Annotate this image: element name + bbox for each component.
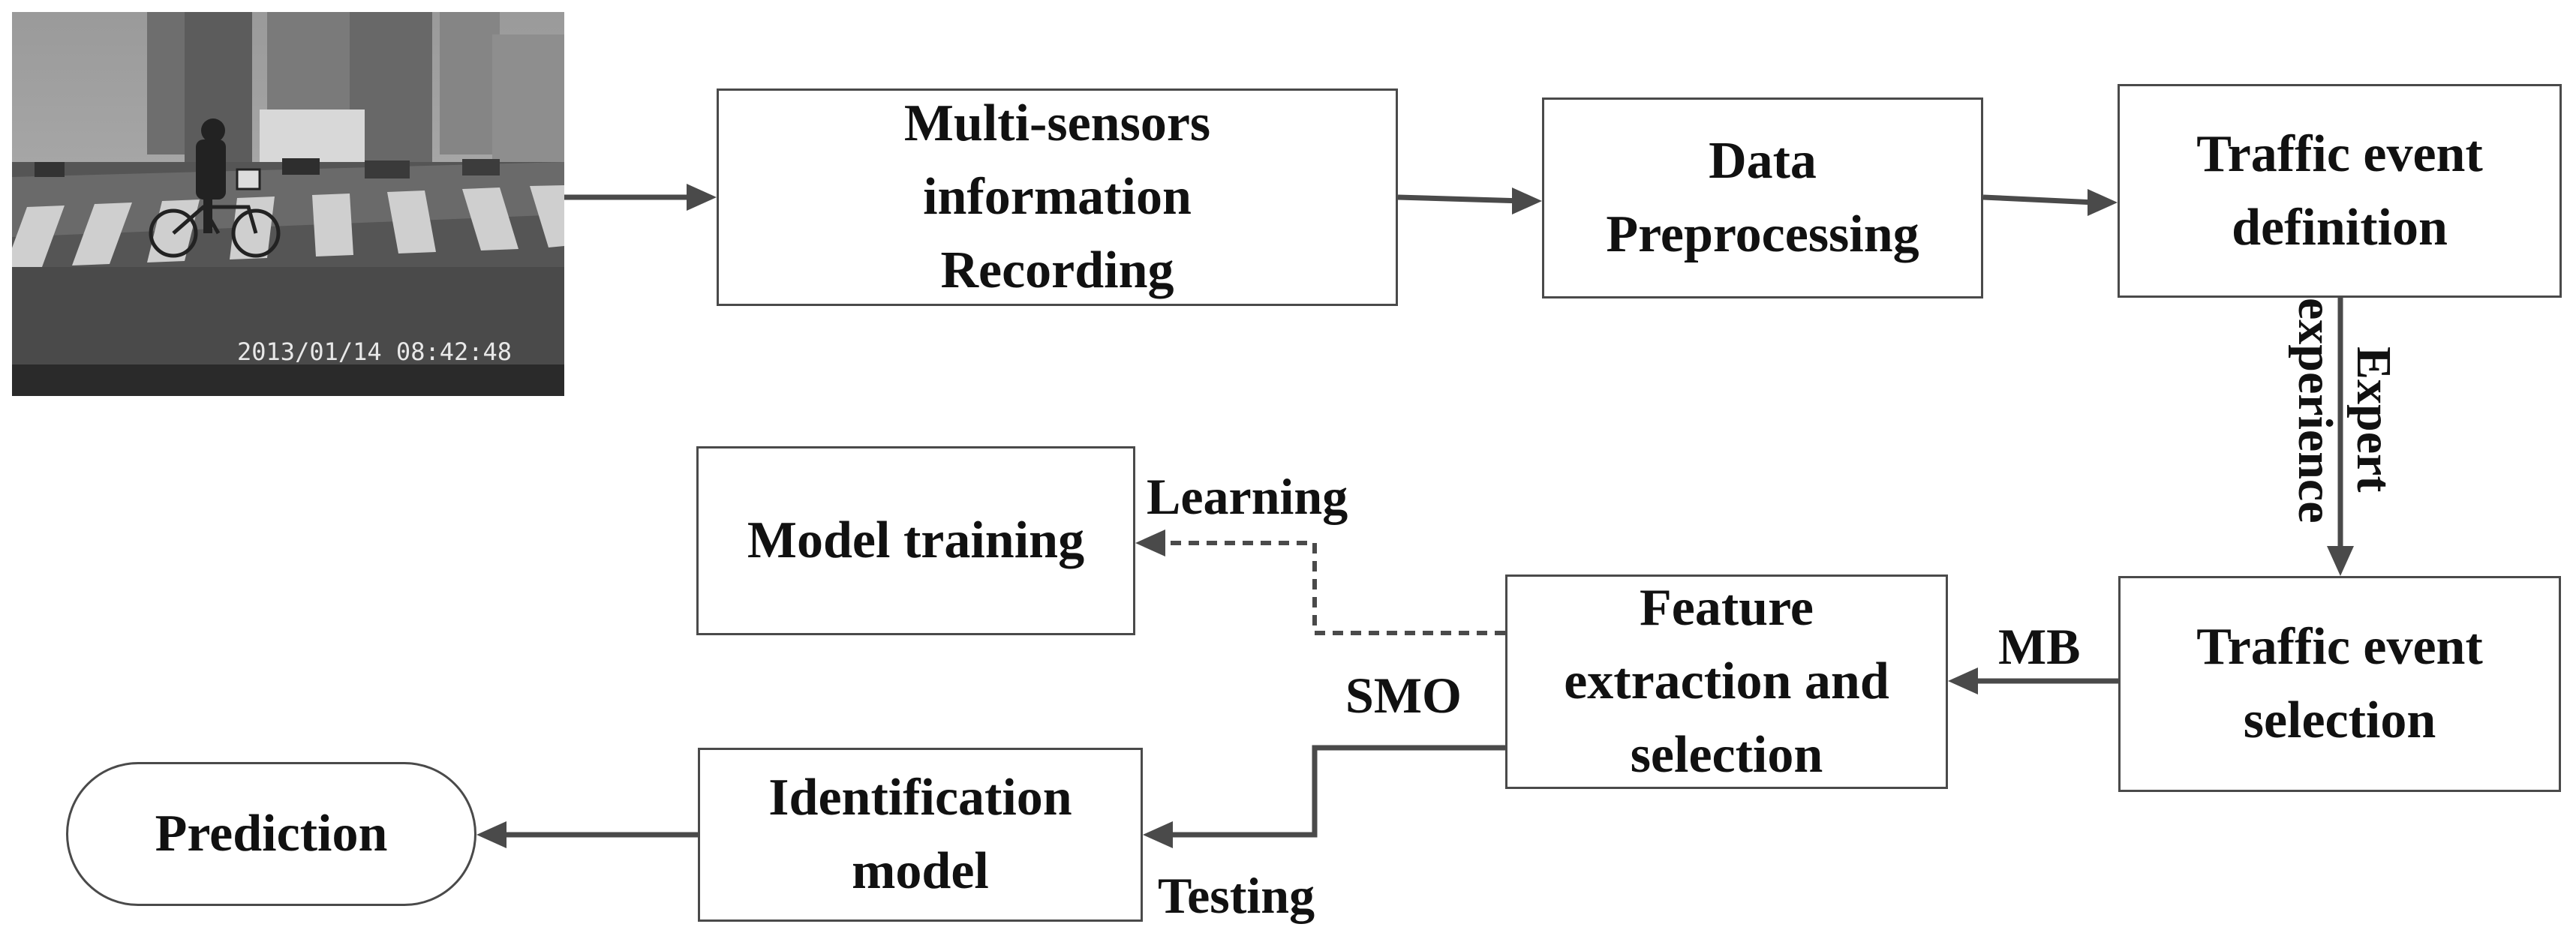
identification-label-line2: model <box>852 842 989 900</box>
recording-label-line2: information <box>923 168 1192 226</box>
identification-box: Identification model <box>698 748 1143 922</box>
feature-label-line3: selection <box>1630 726 1823 784</box>
arrowhead <box>476 821 506 848</box>
recording-label-line1: Multi-sensors <box>903 94 1211 152</box>
selection-box: Traffic event selection <box>2118 576 2561 792</box>
recording-box: Multi-sensors information Recording <box>717 88 1398 306</box>
mb-label: MB <box>1998 618 2081 675</box>
prediction-terminal: Prediction <box>66 762 476 906</box>
definition-label-line1: Traffic event <box>2196 124 2483 183</box>
prediction-label: Prediction <box>155 805 388 862</box>
learning-label: Learning <box>1147 468 1348 525</box>
training-label: Model training <box>747 512 1085 569</box>
selection-label-line2: selection <box>2243 692 2436 749</box>
photo-timestamp: 2013/01/14 08:42:48 <box>237 338 512 366</box>
preprocessing-label-line2: Preprocessing <box>1606 206 1919 263</box>
selection-label-line1: Traffic event <box>2196 618 2483 676</box>
arrowhead <box>687 184 717 211</box>
definition-box: Traffic event definition <box>2118 84 2562 298</box>
definition-label-line2: definition <box>2232 198 2448 256</box>
arrow-feature-to-identification <box>1171 745 1505 838</box>
arrow-feature-to-training-dashed <box>1156 541 1505 635</box>
arrowhead <box>2327 546 2354 576</box>
experience-label: experience <box>2288 298 2343 524</box>
arrowhead <box>1512 188 1542 214</box>
feature-label-line1: Feature <box>1640 579 1814 637</box>
arrowhead <box>1143 821 1173 848</box>
arrowhead <box>2088 189 2118 216</box>
expert-label: Expert <box>2346 346 2401 493</box>
preprocessing-box: Data Preprocessing <box>1542 98 1983 298</box>
arrowhead <box>1948 668 1978 694</box>
dashcam-photo: 2013/01/14 08:42:48 <box>12 12 564 396</box>
feature-label-line2: extraction and <box>1564 652 1889 710</box>
preprocessing-label-line1: Data <box>1709 132 1817 190</box>
training-box: Model training <box>696 446 1135 635</box>
feature-box: Feature extraction and selection <box>1505 574 1948 789</box>
identification-label-line1: Identification <box>768 769 1072 826</box>
arrow-preprocessing-to-definition <box>1982 194 2096 206</box>
smo-label: SMO <box>1345 667 1462 724</box>
recording-label-line3: Recording <box>940 242 1174 299</box>
arrow-recording-to-preprocessing <box>1397 194 1524 204</box>
testing-label: Testing <box>1158 867 1315 924</box>
arrowhead <box>1135 530 1165 556</box>
